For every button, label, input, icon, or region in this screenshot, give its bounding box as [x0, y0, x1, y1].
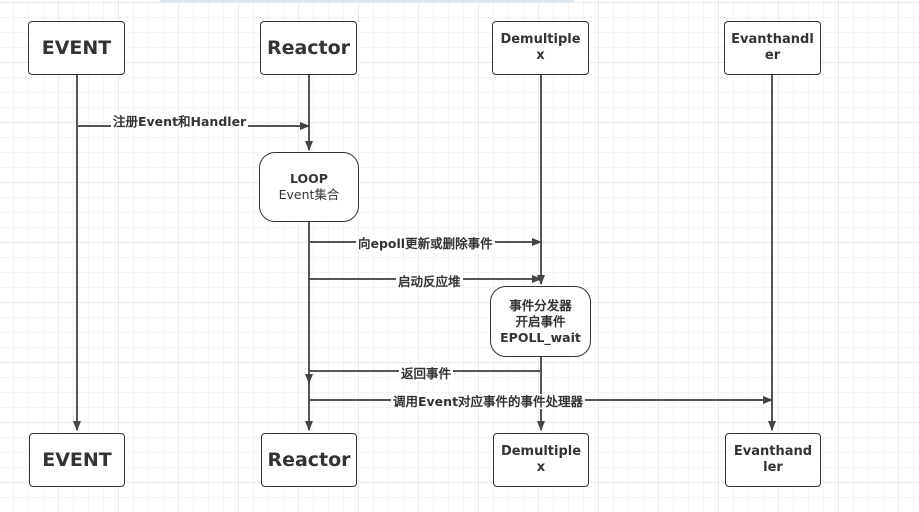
participant-demultiplex-top[interactable]: Demultiplex [492, 21, 589, 75]
dispatcher-line: 事件分发器 [509, 297, 572, 313]
message-label-start-reactor: 启动反应堆 [396, 274, 463, 289]
participant-demultiplex-bottom[interactable]: Demultiplex [493, 433, 589, 487]
message-label-call-handler: 调用Event对应事件的事件处理器 [391, 394, 586, 409]
dispatcher-line: EPOLL_wait [500, 329, 581, 345]
message-label-register: 注册Event和Handler [111, 114, 249, 129]
participant-label: EVENT [42, 449, 112, 471]
participant-reactor-top[interactable]: Reactor [260, 21, 357, 75]
dispatcher-line: 开启事件 [515, 313, 566, 329]
participant-label: Evanthandler [731, 32, 814, 63]
message-label-update-epoll: 向epoll更新或删除事件 [356, 236, 495, 251]
participant-label: Demultiplex [500, 32, 581, 63]
participant-label: Demultiplex [500, 444, 582, 475]
participant-evanthandler-bottom[interactable]: Evanthandler [725, 433, 821, 487]
message-label-return-events: 返回事件 [399, 366, 454, 381]
participant-label: Evanthandler [733, 444, 813, 475]
dispatcher-box[interactable]: 事件分发器 开启事件 EPOLL_wait [490, 286, 591, 357]
loop-title: LOOP [290, 171, 328, 186]
participant-label: EVENT [41, 37, 112, 59]
loop-box[interactable]: LOOP Event集合 [259, 152, 359, 222]
loop-subtitle: Event集合 [278, 187, 340, 202]
participant-evanthandler-top[interactable]: Evanthandler [724, 21, 821, 75]
participant-event-top[interactable]: EVENT [28, 21, 125, 75]
participant-label: Reactor [266, 37, 351, 59]
participant-reactor-bottom[interactable]: Reactor [261, 433, 357, 487]
participant-event-bottom[interactable]: EVENT [29, 433, 125, 487]
top-scroll-indicator [160, 0, 574, 2]
participant-label: Reactor [267, 449, 351, 471]
